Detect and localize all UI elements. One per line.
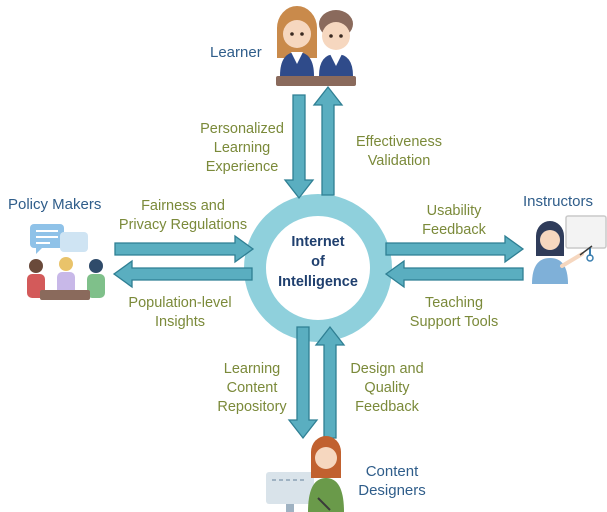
flow-usability-feedback: Usability Feedback: [422, 203, 486, 238]
flow-design-quality-feedback: Design and Quality Feedback: [350, 361, 424, 415]
designer-computer-icon: [266, 436, 344, 512]
arrow-to-hub-from-instructors: [384, 259, 524, 289]
flow-learning-content-repository: Learning Content Repository: [217, 361, 287, 415]
hub-ring: [244, 194, 392, 342]
learner-label: Learner: [210, 44, 262, 61]
flow-fairness-privacy: Fairness and Privacy Regulations: [118, 198, 248, 233]
flow-population-insights: Population-level Insights: [128, 295, 232, 330]
arrow-to-hub-from-learner: [283, 94, 315, 200]
policy-makers-label: Policy Makers: [8, 196, 102, 213]
arrow-to-policy-from-hub: [112, 259, 253, 289]
hub-label: Internet of Intelligence: [278, 234, 358, 290]
content-designers-label: Content Designers: [358, 463, 426, 499]
two-students-icon: [276, 6, 356, 86]
arrow-to-learner-from-hub: [312, 85, 344, 196]
arrow-to-hub-from-policy: [114, 234, 255, 264]
flow-personalized-learning: Personalized Learning Experience: [200, 121, 284, 175]
arrow-to-hub-from-designers: [314, 325, 346, 439]
arrow-to-designers-from-hub: [287, 326, 319, 440]
teacher-board-icon: [532, 215, 607, 284]
meeting-group-icon: [27, 224, 105, 300]
arrow-to-instructors-from-hub: [385, 234, 525, 264]
flow-teaching-support: Teaching Support Tools: [409, 295, 499, 330]
flow-effectiveness-validation: Effectiveness Validation: [356, 134, 442, 169]
instructors-label: Instructors: [523, 193, 594, 210]
